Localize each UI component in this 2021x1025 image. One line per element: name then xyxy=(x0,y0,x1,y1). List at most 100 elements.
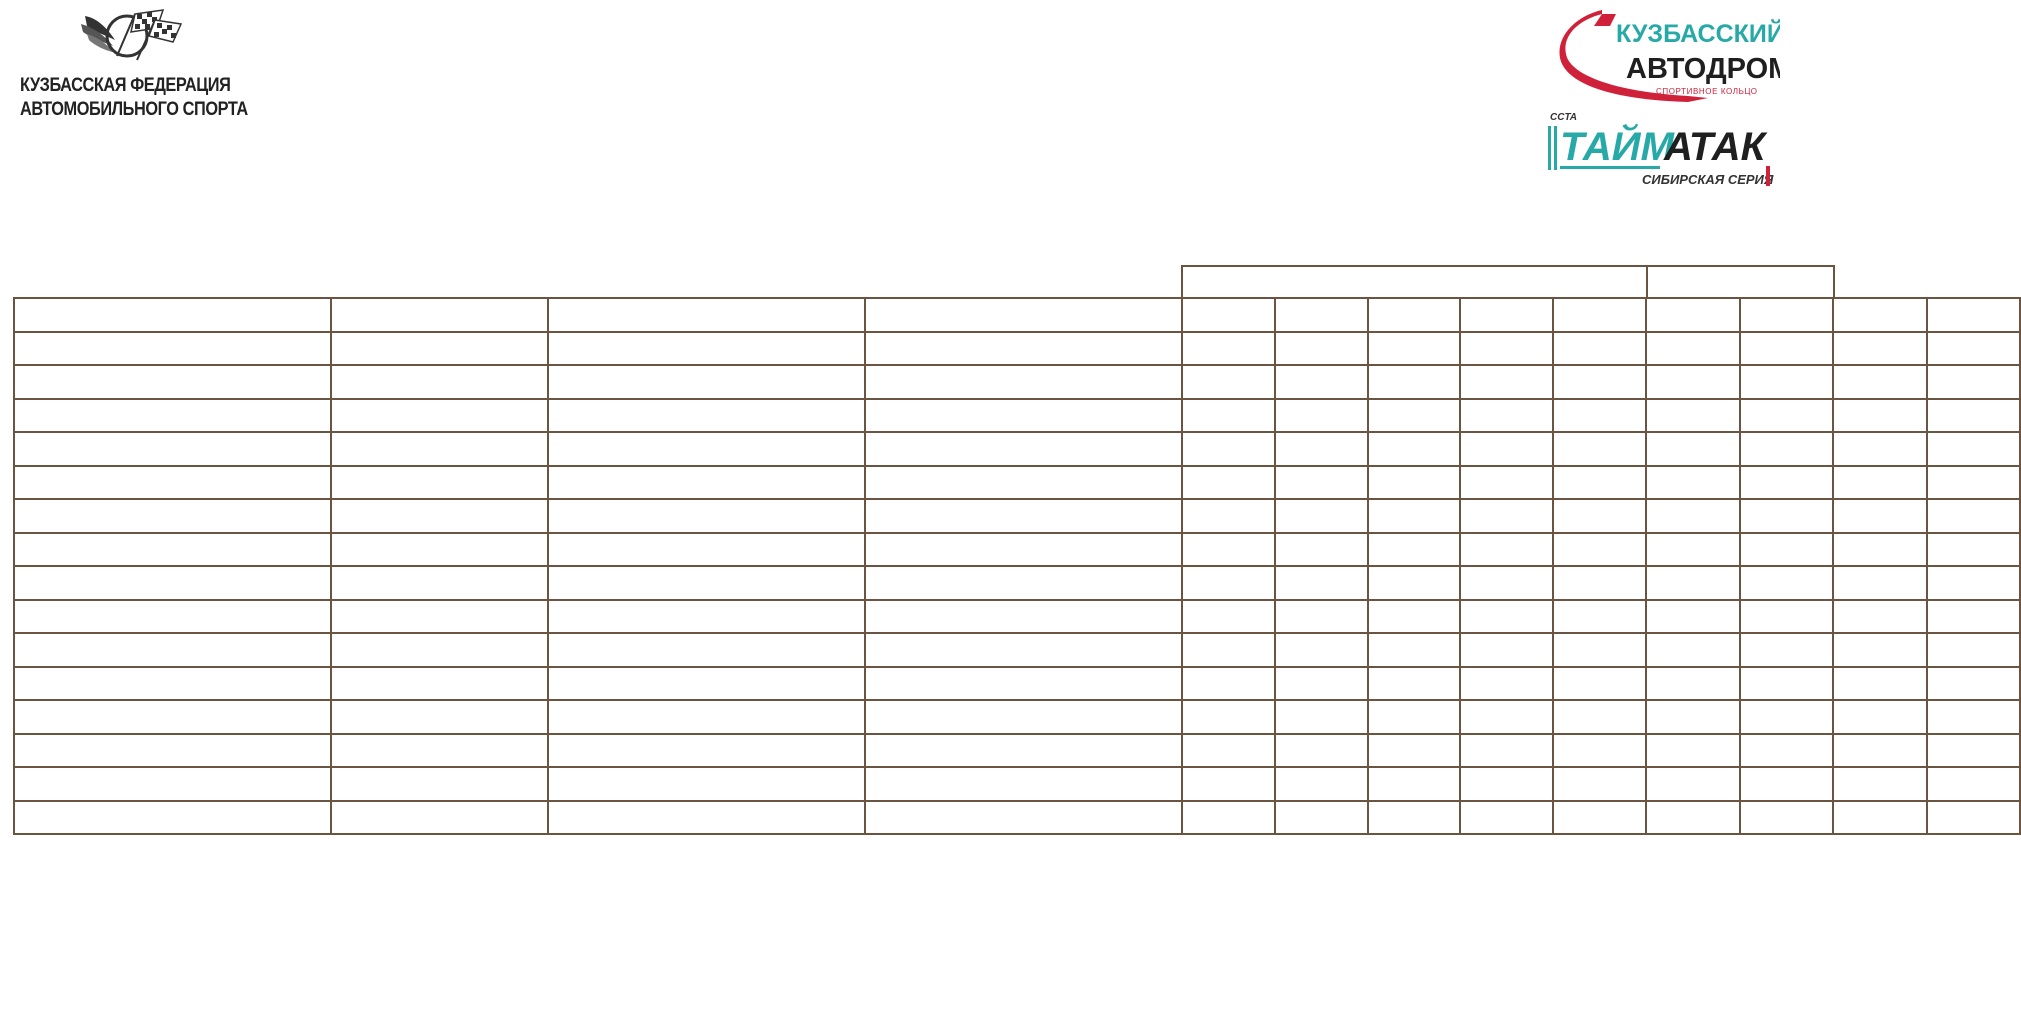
kuz-line3: СПОРТИВНОЕ КОЛЬЦО xyxy=(1656,87,1758,96)
table-cell xyxy=(1181,732,1276,768)
table-cell xyxy=(1644,632,1741,668)
table-cell xyxy=(330,565,549,601)
table-cell xyxy=(546,565,866,601)
table-cell xyxy=(1738,364,1835,400)
table-cell xyxy=(1738,565,1835,601)
table-group-header-1 xyxy=(1181,265,1648,298)
table-cell xyxy=(1926,364,2021,400)
table-cell xyxy=(1181,632,1276,668)
table-row xyxy=(12,699,2021,735)
ta-small: CCTA xyxy=(1550,112,1577,123)
table-cell xyxy=(1552,766,1647,802)
table-cell xyxy=(330,498,549,534)
table-cell xyxy=(863,431,1184,467)
federation-title-line1: КУЗБАССКАЯ ФЕДЕРАЦИЯ xyxy=(20,75,231,96)
table-cell xyxy=(863,498,1184,534)
table-cell xyxy=(1738,531,1835,567)
table-cell xyxy=(1832,498,1929,534)
table-cell xyxy=(330,799,549,835)
table-cell xyxy=(1738,431,1835,467)
table-cell xyxy=(1552,632,1647,668)
kuz-line1: КУЗБАССКИЙ xyxy=(1616,18,1780,48)
table-cell xyxy=(1181,799,1276,835)
table-cell xyxy=(1181,397,1276,433)
table-cell xyxy=(1738,397,1835,433)
table-cell xyxy=(863,665,1184,701)
table-cell xyxy=(330,464,549,500)
table-cell xyxy=(1832,330,1929,366)
table-cell xyxy=(546,498,866,534)
table-cell xyxy=(1644,531,1741,567)
table-cell xyxy=(1552,464,1647,500)
table-cell xyxy=(1366,297,1462,333)
table-cell xyxy=(1366,799,1462,835)
table-cell xyxy=(863,364,1184,400)
table-cell xyxy=(1644,732,1741,768)
table-cell xyxy=(1552,397,1647,433)
table-cell xyxy=(1273,464,1369,500)
table-cell xyxy=(1552,665,1647,701)
table-cell xyxy=(546,431,866,467)
table-cell xyxy=(1644,464,1741,500)
table-cell xyxy=(1273,732,1369,768)
table-cell xyxy=(1832,799,1929,835)
table-cell xyxy=(330,431,549,467)
table-row xyxy=(12,598,2021,634)
table-cell xyxy=(1273,598,1369,634)
table-cell xyxy=(1366,397,1462,433)
table-cell xyxy=(1459,732,1555,768)
table-cell xyxy=(1738,464,1835,500)
table-cell xyxy=(12,464,333,500)
table-cell xyxy=(1832,464,1929,500)
table-cell xyxy=(12,665,333,701)
table-cell xyxy=(330,297,549,333)
table-cell xyxy=(1273,531,1369,567)
table-cell xyxy=(863,699,1184,735)
table-cell xyxy=(1644,330,1741,366)
table-cell xyxy=(1738,766,1835,802)
table-cell xyxy=(546,531,866,567)
table-cell xyxy=(1459,799,1555,835)
table-cell xyxy=(1273,330,1369,366)
table-group-header-2 xyxy=(1646,265,1835,298)
table-cell xyxy=(12,397,333,433)
table-cell xyxy=(1459,431,1555,467)
table-cell xyxy=(330,531,549,567)
table-cell xyxy=(1738,699,1835,735)
table-cell xyxy=(12,531,333,567)
table-cell xyxy=(330,732,549,768)
table-cell xyxy=(1366,766,1462,802)
table-cell xyxy=(330,699,549,735)
table-cell xyxy=(1644,364,1741,400)
table-cell xyxy=(1366,632,1462,668)
table-cell xyxy=(1459,766,1555,802)
table-cell xyxy=(1273,397,1369,433)
table-cell xyxy=(1459,699,1555,735)
table-body xyxy=(12,297,2021,835)
table-cell xyxy=(1832,565,1929,601)
ta-word1: ТАЙМ xyxy=(1560,122,1676,169)
table-cell xyxy=(1181,431,1276,467)
table-cell xyxy=(1552,598,1647,634)
table-cell xyxy=(546,665,866,701)
table-cell xyxy=(330,632,549,668)
table-cell xyxy=(330,665,549,701)
table-cell xyxy=(1366,531,1462,567)
federation-title-line2: АВТОМОБИЛЬНОГО СПОРТА xyxy=(20,99,248,120)
table-cell xyxy=(330,766,549,802)
checkered-flag-wings-icon xyxy=(81,9,183,61)
table-cell xyxy=(12,498,333,534)
table-row xyxy=(12,565,2021,601)
kuz-line2: АВТОДРОМ xyxy=(1626,53,1780,85)
table-cell xyxy=(1273,297,1369,333)
table-cell xyxy=(1366,364,1462,400)
table-cell xyxy=(1181,565,1276,601)
table-cell xyxy=(1832,766,1929,802)
table-cell xyxy=(1926,464,2021,500)
table-cell xyxy=(1273,632,1369,668)
table-cell xyxy=(1644,598,1741,634)
table-cell xyxy=(1459,632,1555,668)
table-row xyxy=(12,330,2021,366)
table-cell xyxy=(1552,799,1647,835)
ta-subtitle: СИБИРСКАЯ СЕРИЯ xyxy=(1642,172,1774,187)
